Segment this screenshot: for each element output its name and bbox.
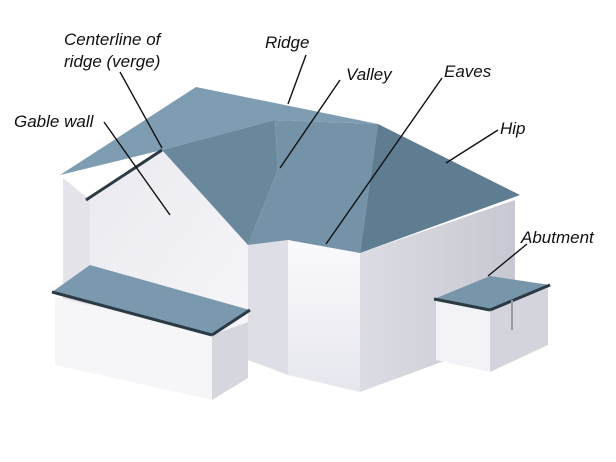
roof-front-slope — [248, 120, 378, 253]
label-gable-wall: Gable wall — [14, 112, 95, 131]
leader-eaves — [325, 77, 443, 245]
verge-edge — [85, 148, 163, 202]
abutment-roof-edge — [433, 297, 491, 312]
leader-abutment — [487, 243, 528, 277]
roof-hip-slope — [360, 124, 520, 253]
label-hip: Hip — [500, 119, 526, 138]
roof-back-slope — [60, 87, 378, 175]
label-centerline-line1: Centerline of — [64, 30, 163, 49]
label-eaves: Eaves — [444, 62, 492, 81]
front-extension-roof-edge-side — [211, 308, 251, 337]
label-valley: Valley — [346, 65, 393, 84]
leader-valley — [279, 79, 341, 169]
leader-hip — [445, 129, 499, 164]
leader-centerline — [119, 71, 163, 149]
main-wall-left-shade — [248, 240, 288, 375]
label-abutment: Abutment — [520, 228, 595, 247]
roof-gable-wing-slope — [162, 120, 278, 245]
leader-gable-wall — [103, 121, 171, 216]
abutment-roof — [434, 276, 550, 310]
front-extension-side — [212, 322, 248, 400]
label-ridge: Ridge — [265, 33, 309, 52]
front-extension-roof — [52, 265, 250, 335]
abutment-extension-front — [436, 300, 490, 372]
abutment-roof-edge-side — [489, 283, 551, 312]
abutment-extension-side — [490, 288, 548, 372]
leader-ridge — [287, 54, 307, 105]
label-centerline-line2: ridge (verge) — [64, 52, 160, 71]
front-extension-front — [55, 297, 212, 400]
main-wall-front — [288, 240, 360, 392]
front-extension-roof-edge — [51, 290, 213, 337]
